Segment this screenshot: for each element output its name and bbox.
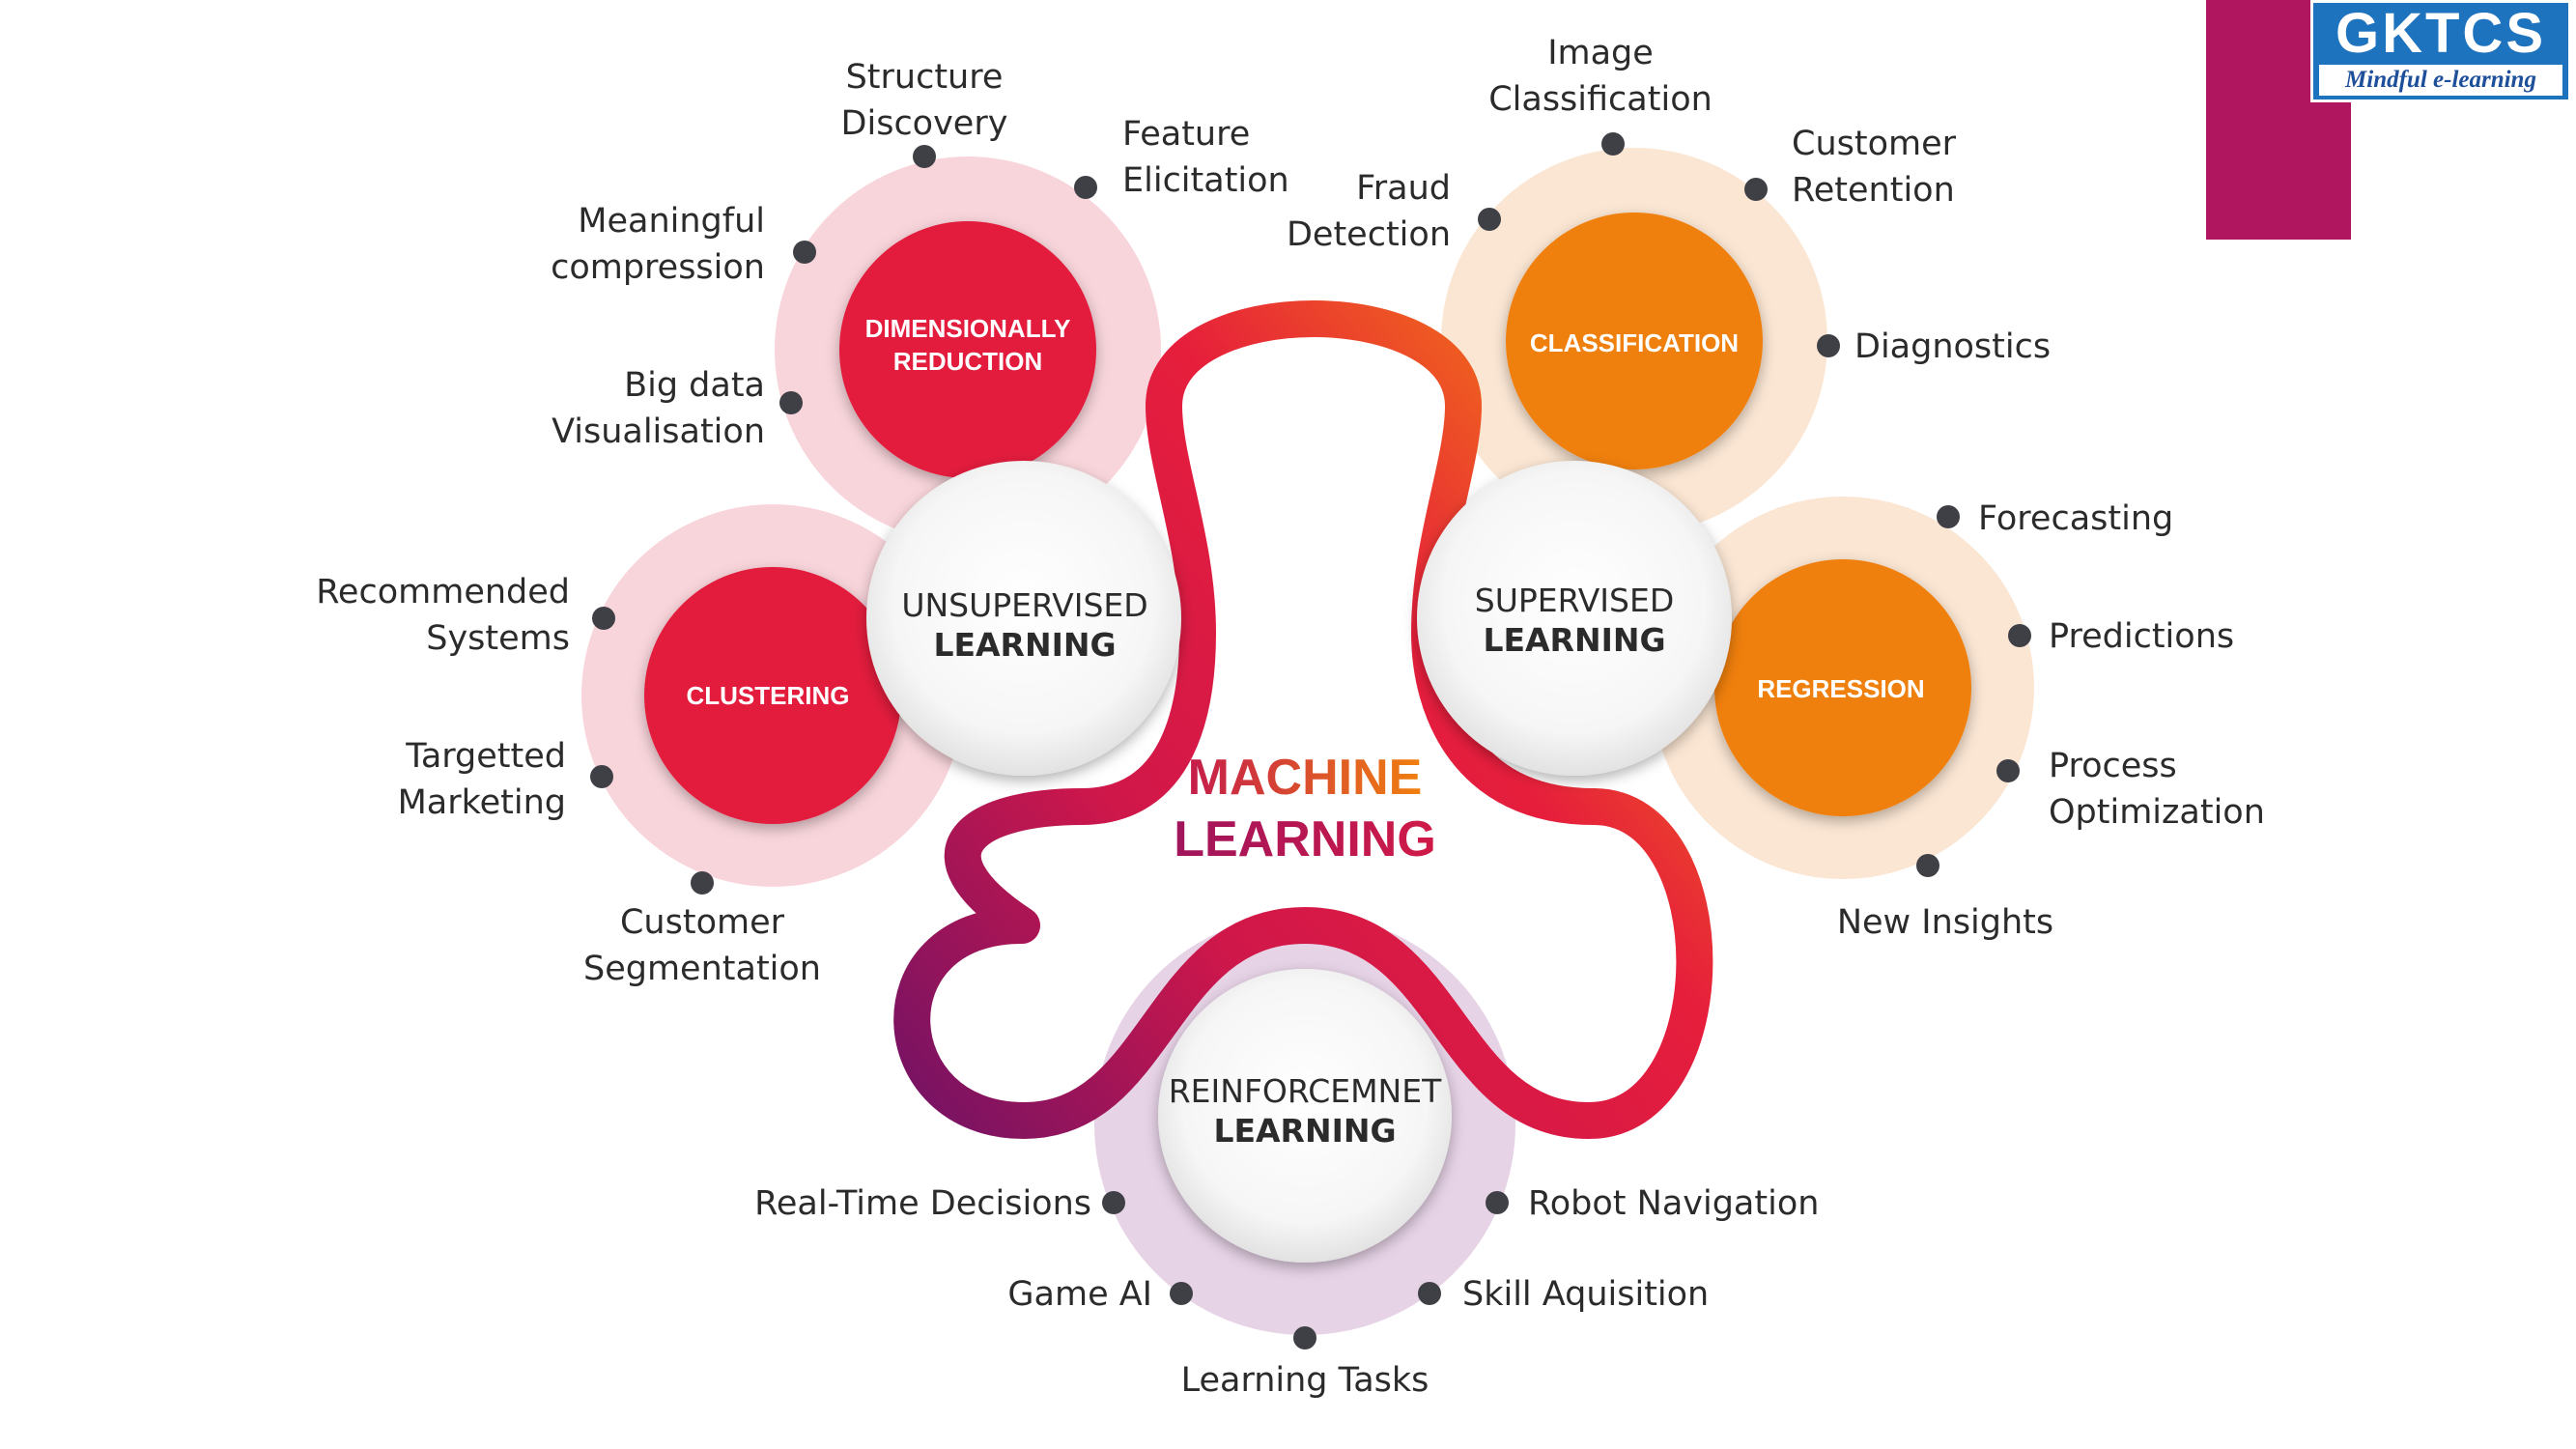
label-robot-navigation: Robot Navigation bbox=[1528, 1184, 1819, 1223]
dot-fraud-detection bbox=[1478, 208, 1501, 231]
regression-label: REGRESSION bbox=[1757, 674, 1924, 703]
classification-label: CLASSIFICATION bbox=[1530, 328, 1739, 357]
dot-diagnostics bbox=[1817, 334, 1840, 357]
clustering-disc bbox=[644, 567, 901, 824]
label-learning-tasks: Learning Tasks bbox=[1181, 1361, 1430, 1400]
dot-meaningful-compression bbox=[793, 241, 816, 264]
label-fraud-detection-l2: Detection bbox=[1287, 215, 1451, 254]
label-diagnostics: Diagnostics bbox=[1854, 327, 2051, 366]
gktcs-logo: GKTCS Mindful e-learning bbox=[2310, 0, 2571, 102]
clustering-label: CLUSTERING bbox=[687, 681, 850, 710]
reinforcement-core bbox=[1158, 969, 1452, 1263]
dot-customer-retention bbox=[1744, 178, 1768, 201]
dot-feature-elicitation bbox=[1074, 176, 1097, 199]
label-customer-segmentation-l1: Customer bbox=[620, 903, 785, 942]
dot-game-ai bbox=[1170, 1282, 1193, 1305]
center-title-line2: LEARNING bbox=[1174, 811, 1436, 867]
label-image-classification-l2: Classification bbox=[1488, 80, 1713, 119]
label-fraud-detection-l1: Fraud bbox=[1356, 169, 1451, 208]
dot-new-insights bbox=[1916, 854, 1939, 877]
dot-customer-segmentation bbox=[691, 871, 714, 895]
dot-process-optimization bbox=[1996, 759, 2020, 782]
label-image-classification-l1: Image bbox=[1547, 34, 1654, 72]
dot-skill-aquisition bbox=[1418, 1282, 1441, 1305]
dot-learning-tasks bbox=[1293, 1326, 1316, 1350]
label-targetted-marketing-l1: Targetted bbox=[405, 737, 566, 776]
dot-targetted-marketing bbox=[590, 765, 613, 788]
label-recommended-systems-l2: Systems bbox=[426, 619, 570, 658]
label-customer-retention-l2: Retention bbox=[1792, 171, 1955, 210]
label-process-optimization-l1: Process bbox=[2049, 747, 2177, 785]
dimensionality-disc bbox=[839, 221, 1096, 478]
label-predictions: Predictions bbox=[2049, 617, 2234, 656]
dimensionality-line1: DIMENSIONALLY bbox=[865, 314, 1071, 343]
ml-ribbon bbox=[893, 300, 1713, 1139]
classification-disc bbox=[1506, 213, 1763, 469]
label-big-data-visualisation-l2: Visualisation bbox=[552, 412, 765, 451]
label-structure-discovery-l2: Discovery bbox=[841, 104, 1008, 143]
dot-image-classification bbox=[1601, 132, 1625, 156]
reinforcement-line1: REINFORCEMNET bbox=[1169, 1072, 1442, 1110]
label-new-insights: New Insights bbox=[1837, 903, 2053, 942]
dot-recommended-systems bbox=[592, 607, 615, 630]
center-title-line1: MACHINE bbox=[1188, 750, 1423, 806]
label-process-optimization-l2: Optimization bbox=[2049, 793, 2265, 832]
dot-predictions bbox=[2008, 624, 2031, 647]
label-feature-elicitation-l2: Elicitation bbox=[1122, 161, 1289, 200]
label-game-ai: Game AI bbox=[1007, 1275, 1152, 1314]
dot-big-data-visualisation bbox=[779, 391, 803, 414]
dot-real-time-decisions bbox=[1102, 1191, 1125, 1214]
supervised-line2: LEARNING bbox=[1483, 621, 1665, 659]
dot-forecasting bbox=[1937, 505, 1960, 528]
label-targetted-marketing-l2: Marketing bbox=[398, 783, 566, 822]
label-skill-aquisition: Skill Aquisition bbox=[1462, 1275, 1709, 1314]
reinforcement-line2: LEARNING bbox=[1213, 1112, 1396, 1150]
dot-structure-discovery bbox=[913, 145, 936, 168]
label-recommended-systems-l1: Recommended bbox=[316, 573, 570, 611]
dot-robot-navigation bbox=[1486, 1191, 1509, 1214]
label-meaningful-compression-l2: compression bbox=[551, 248, 765, 287]
logo-brand-text: GKTCS bbox=[2335, 2, 2546, 65]
label-big-data-visualisation-l1: Big data bbox=[624, 366, 765, 405]
label-customer-segmentation-l2: Segmentation bbox=[583, 950, 821, 988]
dimensionality-line2: REDUCTION bbox=[893, 347, 1043, 376]
label-customer-retention-l1: Customer bbox=[1792, 125, 1957, 163]
label-feature-elicitation-l1: Feature bbox=[1122, 115, 1250, 154]
unsupervised-core bbox=[866, 461, 1181, 776]
label-forecasting: Forecasting bbox=[1978, 499, 2173, 538]
logo-tagline: Mindful e-learning bbox=[2319, 65, 2562, 96]
supervised-line1: SUPERVISED bbox=[1475, 582, 1675, 619]
unsupervised-line2: LEARNING bbox=[933, 626, 1116, 664]
label-meaningful-compression-l1: Meaningful bbox=[578, 202, 765, 241]
supervised-core bbox=[1417, 461, 1732, 776]
label-structure-discovery-l1: Structure bbox=[846, 58, 1004, 97]
unsupervised-line1: UNSUPERVISED bbox=[901, 586, 1147, 624]
regression-disc bbox=[1714, 559, 1971, 816]
label-real-time-decisions: Real-Time Decisions bbox=[754, 1184, 1091, 1223]
